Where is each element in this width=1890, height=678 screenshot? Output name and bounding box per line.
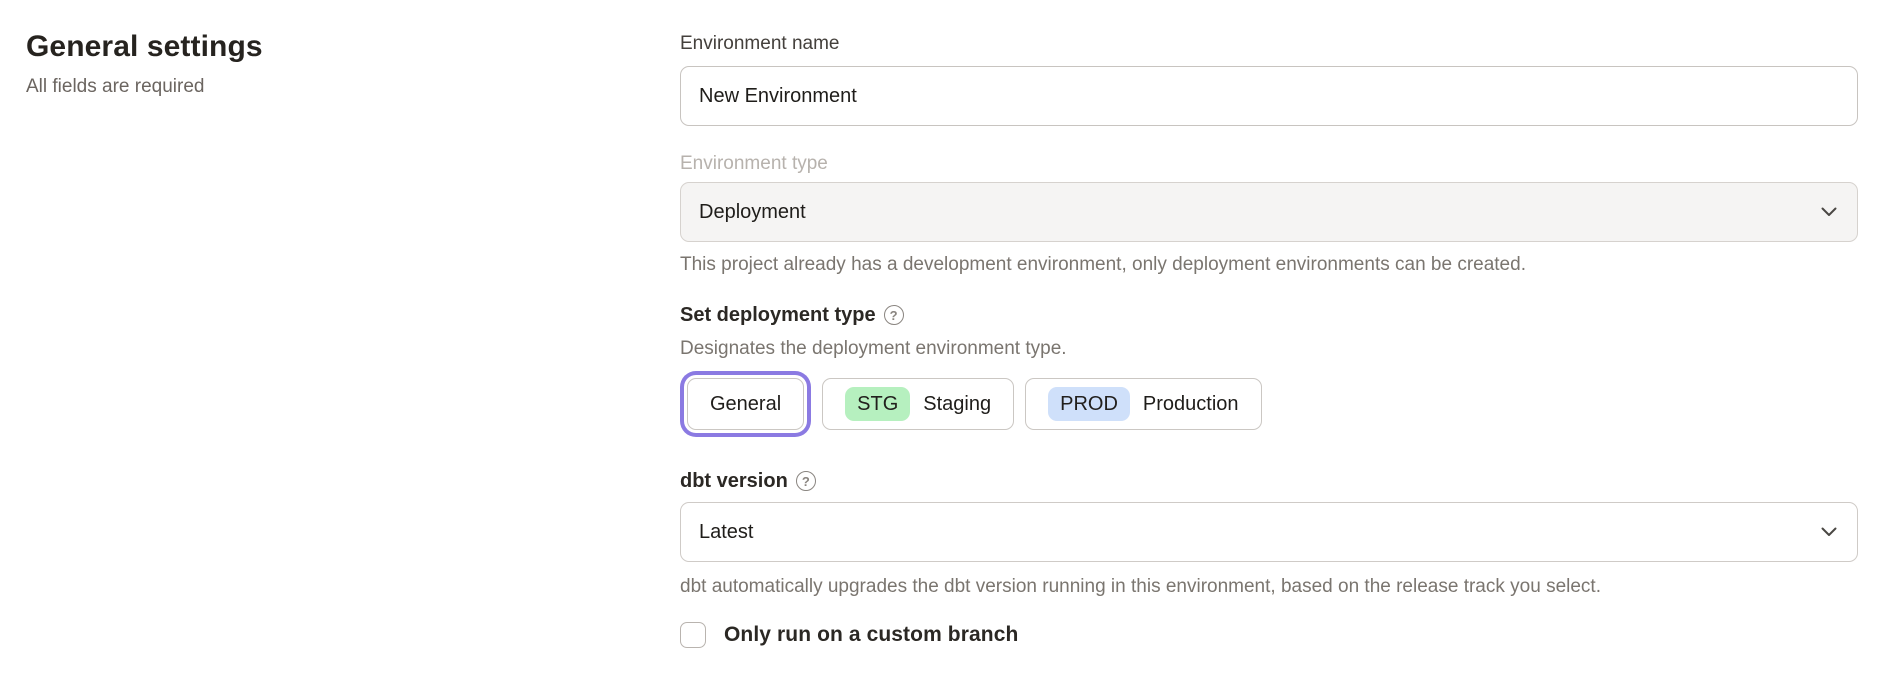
help-icon[interactable]: ? xyxy=(795,471,816,491)
deployment-type-production-button[interactable]: PROD Production xyxy=(1025,378,1262,430)
dbt-version-heading-text: dbt version xyxy=(680,470,788,492)
deployment-type-production-label: Production xyxy=(1142,392,1239,415)
environment-type-label: Environment type xyxy=(680,153,828,174)
deployment-type-options: General STG Staging PROD Production xyxy=(680,372,1858,436)
chevron-down-icon xyxy=(1821,527,1837,537)
deployment-type-general-label: General xyxy=(710,392,782,415)
deployment-type-heading: Set deployment type ? xyxy=(680,302,1858,328)
environment-name-label: Environment name xyxy=(680,33,840,54)
staging-badge: STG xyxy=(845,387,911,421)
environment-type-helper: This project already has a development e… xyxy=(680,254,1526,275)
deployment-type-description: Designates the deployment environment ty… xyxy=(680,338,1067,359)
environment-type-select[interactable]: Deployment xyxy=(680,182,1858,242)
dbt-version-value: Latest xyxy=(699,520,754,543)
dbt-version-select[interactable]: Latest xyxy=(680,502,1858,562)
page-subtitle: All fields are required xyxy=(26,76,205,97)
section-header: General settings All fields are required xyxy=(26,30,586,98)
deployment-type-staging-button[interactable]: STG Staging xyxy=(822,378,1015,430)
deployment-type-staging-label: Staging xyxy=(923,392,992,415)
page-title: General settings xyxy=(26,30,263,63)
dbt-version-helper: dbt automatically upgrades the dbt versi… xyxy=(680,576,1601,597)
environment-form: Environment name Environment type Deploy… xyxy=(680,32,1858,648)
dbt-version-heading: dbt version ? xyxy=(680,468,1858,494)
custom-branch-label: Only run on a custom branch xyxy=(724,623,1019,646)
environment-type-value: Deployment xyxy=(699,200,806,223)
deployment-type-heading-text: Set deployment type xyxy=(680,304,876,326)
custom-branch-checkbox[interactable] xyxy=(680,622,706,648)
production-badge: PROD xyxy=(1048,387,1130,421)
deployment-type-general-button[interactable]: General xyxy=(687,378,805,430)
custom-branch-row: Only run on a custom branch xyxy=(680,622,1858,648)
help-icon[interactable]: ? xyxy=(883,305,904,325)
environment-name-input[interactable] xyxy=(680,66,1858,126)
chevron-down-icon xyxy=(1821,207,1837,217)
